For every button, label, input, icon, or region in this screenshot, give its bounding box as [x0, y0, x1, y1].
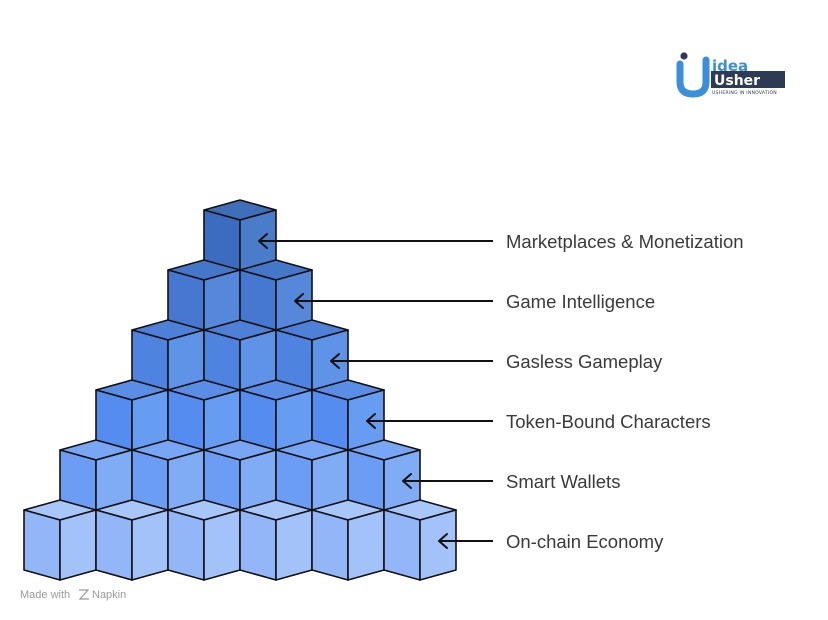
logo-line2: Usher: [714, 73, 760, 89]
cube: [23, 499, 97, 581]
footer-made-with: Made with: [20, 589, 70, 601]
level-label-5: Smart Wallets: [506, 471, 620, 492]
cube-left-face: [95, 509, 133, 581]
cube: [167, 499, 241, 581]
cube-right-face: [347, 509, 385, 581]
level-arrows: [258, 233, 493, 549]
cube-left-face: [239, 509, 277, 581]
logo: idea Usher USHERING IN INNOVATION: [676, 52, 785, 98]
level-label-1: Marketplaces & Monetization: [506, 231, 744, 252]
level-label-2: Game Intelligence: [506, 291, 655, 312]
arrow-head-icon: [258, 233, 268, 249]
cube-right-face: [59, 509, 97, 581]
footer-brand: Napkin: [92, 589, 126, 601]
cube: [275, 319, 349, 401]
cube: [239, 499, 313, 581]
cube-left-face: [383, 509, 421, 581]
footer: Made with Napkin: [20, 589, 126, 601]
logo-mark-icon: [676, 52, 710, 98]
pyramid-cubes: [23, 199, 457, 581]
cube: [95, 499, 169, 581]
arrow-head-icon: [330, 353, 340, 369]
level-label-6: On-chain Economy: [506, 531, 664, 552]
cube-left-face: [167, 509, 205, 581]
cube-right-face: [131, 509, 169, 581]
level-label-3: Gasless Gameplay: [506, 351, 663, 372]
cube-left-face: [311, 509, 349, 581]
cube: [311, 499, 385, 581]
cube-right-face: [419, 509, 457, 581]
logo-usher-bg: [711, 71, 785, 88]
arrow-head-icon: [294, 293, 304, 309]
cube-left-face: [23, 509, 61, 581]
level-label-4: Token-Bound Characters: [506, 411, 711, 432]
cube-right-face: [275, 509, 313, 581]
arrow-head-icon: [402, 473, 412, 489]
logo-line1: idea: [712, 57, 748, 75]
cube: [59, 439, 133, 521]
arrow-head-icon: [438, 533, 448, 549]
arrow-head-icon: [366, 413, 376, 429]
cube: [275, 439, 349, 521]
napkin-icon: [78, 589, 90, 600]
cube-right-face: [203, 509, 241, 581]
cube: [383, 499, 457, 581]
logo-tagline: USHERING IN INNOVATION: [712, 90, 777, 96]
